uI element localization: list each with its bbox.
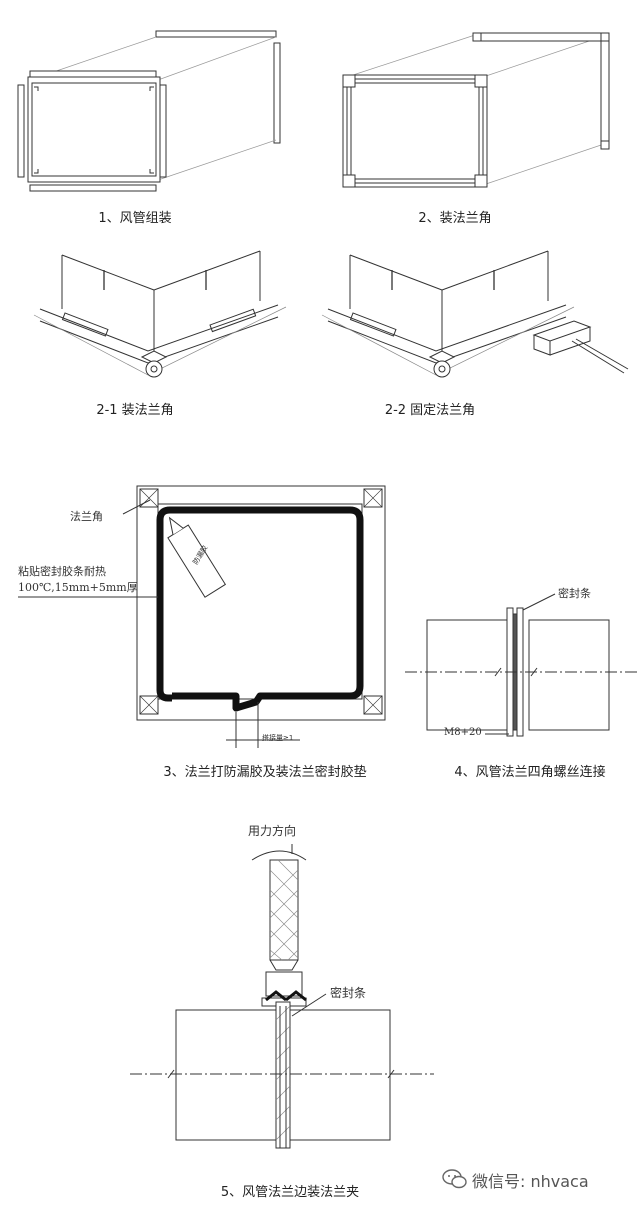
step3-caption: 3、法兰打防漏胶及装法兰密封胶垫 [163, 765, 367, 780]
overlap-dimension-label: 搭接量≥1 [262, 734, 294, 742]
wechat-icon [442, 1168, 468, 1190]
step2-2-figure [320, 245, 630, 395]
step1-figure [10, 25, 310, 205]
sealing-strip-label-line2: 100℃,15mm+5mm厚 [18, 581, 138, 594]
seal-strip-label: 密封条 [558, 587, 591, 600]
step5-caption: 5、风管法兰边装法兰夹 [220, 1185, 360, 1200]
step4-caption: 4、风管法兰四角螺丝连接 [454, 765, 606, 780]
watermark-text: 微信号: nhvaca [472, 1172, 589, 1191]
force-direction-label: 用力方向 [248, 824, 297, 838]
step2-caption: 2、装法兰角 [418, 211, 492, 226]
bolt-spec-label: M8+20 [444, 727, 482, 738]
step1-caption: 1、风管组装 [98, 211, 172, 226]
step4-figure [405, 580, 640, 750]
clip-seal-strip-label: 密封条 [330, 986, 367, 1000]
step5-figure [130, 830, 460, 1150]
step2-figure [335, 25, 635, 205]
sealing-strip-label-line1: 粘贴密封胶条耐热 [18, 565, 106, 578]
step2-1-figure [30, 245, 290, 395]
step2-1-caption: 2-1 装法兰角 [96, 403, 174, 418]
step2-2-caption: 2-2 固定法兰角 [384, 403, 476, 418]
step3-figure [0, 480, 400, 750]
flange-corner-label: 法兰角 [70, 510, 103, 523]
